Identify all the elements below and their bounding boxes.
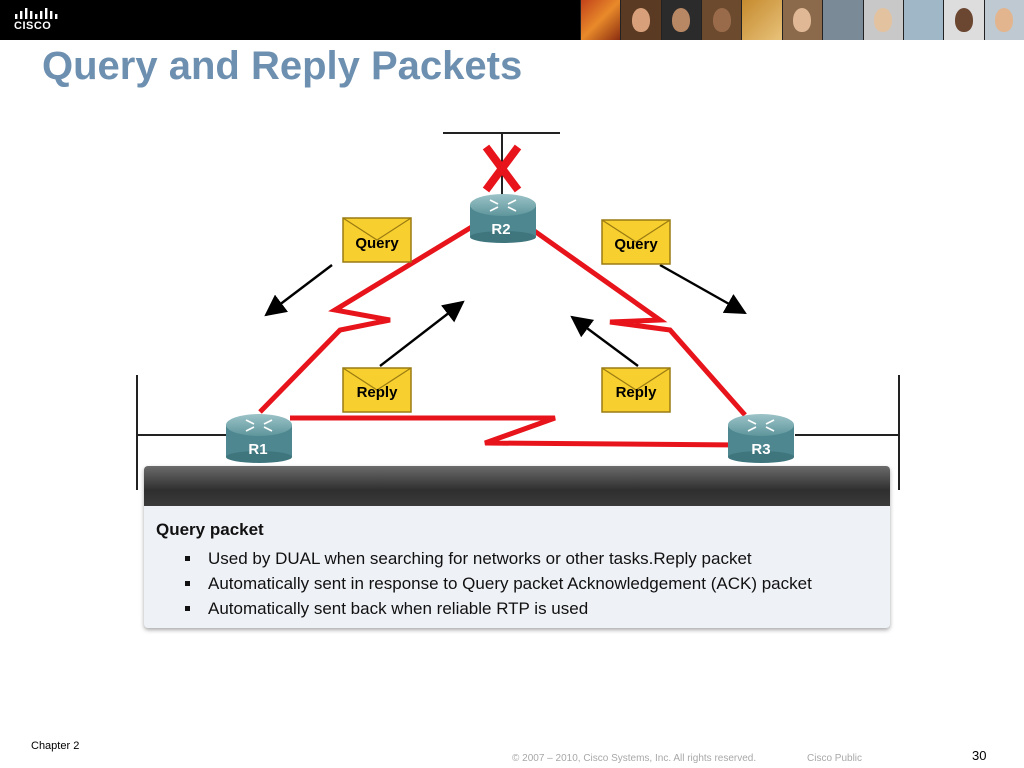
photo-tile: [943, 0, 984, 40]
envelope-label: Query: [614, 236, 658, 253]
envelope-label: Query: [355, 235, 399, 252]
photo-tile: [620, 0, 661, 40]
link-r1-r2: [258, 222, 477, 414]
photo-strip: [580, 0, 1024, 40]
header-bar: CISCO: [0, 0, 1024, 40]
arrow-query-left: [264, 264, 333, 317]
photo-tile: [862, 0, 903, 40]
link-r1-r3: [290, 415, 741, 448]
envelope-reply-right: Reply: [601, 367, 671, 413]
bullet-list: Used by DUAL when searching for networks…: [156, 546, 890, 621]
list-item: Automatically sent in response to Query …: [156, 571, 890, 596]
envelope-label: Reply: [616, 384, 658, 401]
list-item: Used by DUAL when searching for networks…: [156, 546, 890, 571]
envelope-label: Reply: [357, 384, 399, 401]
envelope-query-left: Query: [342, 217, 412, 263]
router-r2: R2: [470, 194, 536, 243]
info-panel: Query packet Used by DUAL when searching…: [144, 466, 890, 628]
photo-tile: [983, 0, 1024, 40]
panel-heading: Query packet: [156, 520, 264, 539]
logo-text: CISCO: [14, 20, 52, 32]
photo-tile: [822, 0, 863, 40]
envelope-query-right: Query: [601, 219, 671, 265]
arrow-reply-right: [570, 315, 639, 367]
photo-tile: [580, 0, 621, 40]
link-r2-r3: [531, 227, 747, 417]
envelope-reply-left: Reply: [342, 367, 412, 413]
page-title: Query and Reply Packets: [42, 44, 523, 88]
router-label: R1: [248, 441, 267, 458]
router-label: R2: [491, 221, 510, 238]
router-r3: R3: [728, 414, 794, 463]
panel-header: [144, 466, 890, 506]
copyright-text: © 2007 – 2010, Cisco Systems, Inc. All r…: [512, 753, 757, 764]
page-number: 30: [972, 748, 987, 763]
photo-tile: [741, 0, 782, 40]
cisco-logo-icon: [15, 8, 58, 19]
chapter-label: Chapter 2: [31, 740, 80, 752]
router-label: R3: [751, 441, 770, 458]
photo-tile: [701, 0, 742, 40]
arrow-reply-left: [379, 300, 465, 367]
panel-body: Query packet Used by DUAL when searching…: [144, 506, 890, 621]
photo-tile: [902, 0, 944, 40]
router-r1: R1: [226, 414, 292, 463]
photo-tile: [781, 0, 823, 40]
list-item: Automatically sent back when reliable RT…: [156, 596, 890, 621]
classification-label: Cisco Public: [807, 753, 863, 764]
photo-tile: [660, 0, 702, 40]
lan-segment-right: [795, 375, 900, 490]
x-icon: [482, 144, 522, 193]
lan-segment-left: [136, 375, 230, 490]
arrow-query-right: [659, 263, 747, 315]
